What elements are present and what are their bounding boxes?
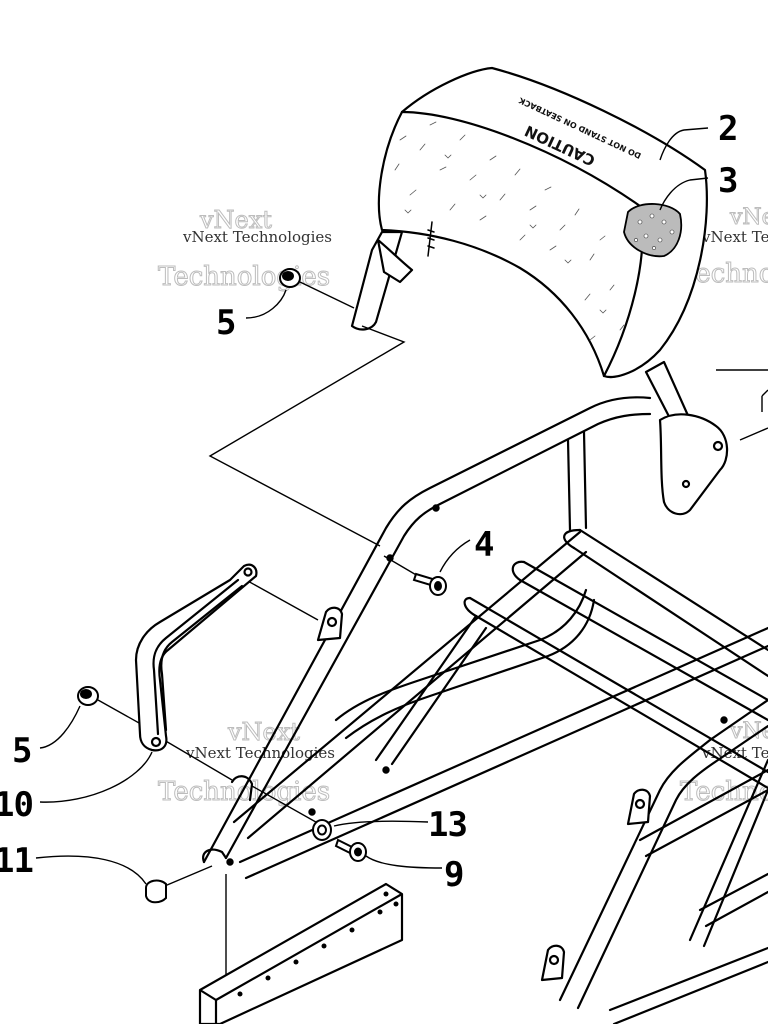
bolt-4 — [412, 572, 447, 596]
callout-labels: 2 3 4 5 5 9 10 11 13 — [0, 109, 738, 895]
watermark-line2: Technologies — [158, 262, 330, 292]
bolt-9 — [334, 838, 367, 862]
callout-10: 10 — [0, 785, 33, 825]
watermark-small-text: vNext Technologies — [185, 744, 335, 762]
watermark-small-text: vNext Te — [701, 228, 768, 246]
guide-lines — [97, 281, 768, 980]
bumper-lower — [77, 686, 99, 706]
watermark-line1: vNext — [227, 718, 300, 746]
watermark-left-bottom: vNext Technologies vNext Technologies — [158, 718, 336, 808]
callout-2: 2 — [718, 109, 737, 149]
callout-13: 13 — [428, 805, 467, 845]
callout-5-top: 5 — [216, 303, 235, 343]
watermark-line2: Technologies — [158, 777, 330, 807]
mounting-plate — [198, 882, 404, 1024]
callout-4: 4 — [474, 525, 493, 565]
repair-patch — [623, 203, 683, 258]
leader-lines — [35, 127, 709, 885]
rack-frame — [202, 396, 768, 1024]
bumper-top — [279, 268, 301, 288]
callout-9: 9 — [444, 855, 463, 895]
watermark-small-text: vNext Technologies — [182, 228, 332, 246]
watermark-line1: vNext — [729, 205, 768, 230]
callout-5-lower: 5 — [12, 731, 31, 771]
backrest-posts — [350, 230, 729, 516]
watermark-left-top: vNext Technologies vNext Technologies — [158, 206, 333, 293]
callout-11: 11 — [0, 841, 33, 881]
end-cap — [145, 879, 167, 904]
grab-handle — [134, 563, 258, 752]
washer-13 — [312, 819, 332, 841]
watermark-line1: vNext — [199, 206, 272, 234]
callout-3: 3 — [718, 161, 737, 201]
